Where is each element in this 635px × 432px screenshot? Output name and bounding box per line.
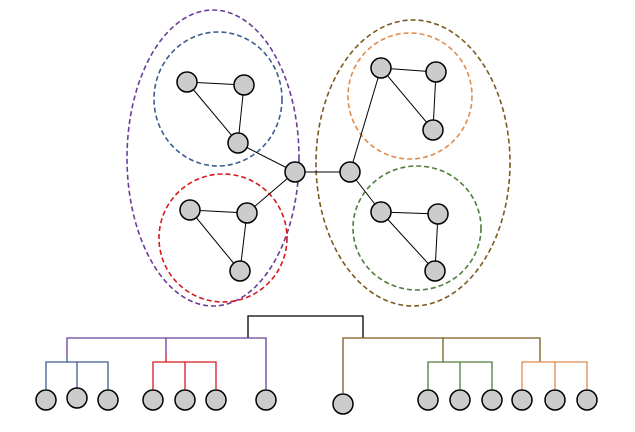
community-top-right [347, 32, 473, 160]
graph-node [424, 260, 446, 282]
leaf-node [142, 389, 164, 411]
graph-node [427, 203, 449, 225]
leaf-node [332, 393, 354, 415]
leaf-node [417, 389, 439, 411]
leaf-node [511, 389, 533, 411]
graph-node [236, 202, 258, 224]
community-top-left [153, 31, 283, 167]
leaf-node [205, 389, 227, 411]
graph-nodes [176, 57, 449, 282]
graph-node [339, 161, 361, 183]
leaf-node [97, 389, 119, 411]
leaf-node [66, 387, 88, 409]
leaf-node [174, 389, 196, 411]
dendrogram [45, 315, 588, 393]
graph-node [179, 199, 201, 221]
leaf-node [449, 389, 471, 411]
graph-node [425, 61, 447, 83]
leaf-node [576, 389, 598, 411]
graph-node [370, 57, 392, 79]
community-bottom-right [352, 165, 482, 291]
community-bottom-left [158, 173, 288, 303]
community-left-outer [126, 9, 300, 307]
graph-node [422, 119, 444, 141]
graph-node [229, 260, 251, 282]
graph-node [227, 132, 249, 154]
graph-node [176, 71, 198, 93]
leaf-node [35, 389, 57, 411]
graph-node [233, 74, 255, 96]
graph-node [284, 161, 306, 183]
community-right-outer [315, 19, 511, 307]
leaf-node [544, 389, 566, 411]
leaf-node [481, 389, 503, 411]
leaf-node [255, 389, 277, 411]
dendrogram-leaves [35, 387, 598, 415]
graph-node [370, 201, 392, 223]
graph-edges [186, 67, 439, 272]
